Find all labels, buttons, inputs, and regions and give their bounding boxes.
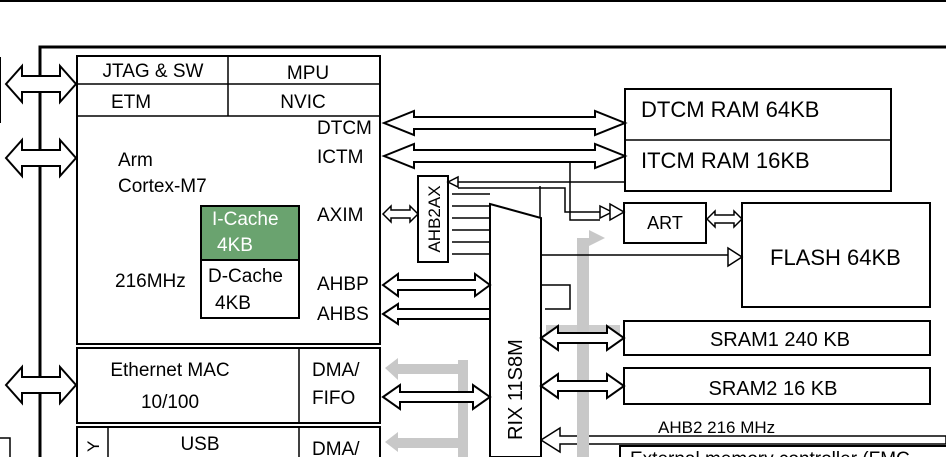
- fmc-block: [619, 445, 946, 457]
- etm-label: ETM: [111, 92, 151, 113]
- sram1-label: SRAM1 240 KB: [710, 329, 850, 351]
- gray-dma-arrows: [385, 230, 620, 457]
- usb-side-label: Y: [84, 441, 103, 452]
- ahb2axi-label: AHB2AX: [425, 185, 444, 252]
- port-ictm: ICTM: [317, 147, 363, 168]
- flash-block: [741, 202, 931, 308]
- mpu-label: MPU: [287, 63, 329, 84]
- ahb2-label: AHB2 216 MHz: [658, 418, 775, 437]
- dtcm-ram-label: DTCM RAM 64KB: [641, 97, 819, 122]
- dcache-line2: 4KB: [215, 293, 251, 314]
- bus-matrix: [489, 202, 542, 457]
- dcache-block: [200, 259, 300, 319]
- axim-arrow: [381, 204, 420, 224]
- ethernet-arrow: [381, 383, 492, 411]
- dcache-line1: D-Cache: [208, 266, 283, 287]
- port-ahbp: AHBP: [317, 274, 369, 295]
- port-ahbs: AHBS: [317, 304, 369, 325]
- ahb-arrows: [381, 272, 492, 326]
- dma2-label: DMA/: [312, 439, 360, 457]
- bus-matrix-label: RIX 11S8M: [505, 339, 527, 440]
- bridge-matrix-links: [452, 181, 625, 255]
- dma-fifo-line2: FIFO: [312, 388, 355, 409]
- fmc-label: External memory controller (FMC: [630, 449, 910, 457]
- itcm-ram-label: ITCM RAM 16KB: [641, 148, 810, 173]
- icache-block: [200, 205, 300, 261]
- port-dtcm: DTCM: [317, 118, 372, 139]
- ethernet-line2: 10/100: [141, 392, 199, 413]
- ahb2-arrow: [539, 426, 946, 454]
- core-name-line2: Cortex-M7: [118, 176, 207, 197]
- nvic-label: NVIC: [280, 92, 325, 113]
- icache-line1: I-Cache: [212, 209, 279, 230]
- flash-label: FLASH 64KB: [770, 245, 901, 270]
- art-block: [623, 202, 707, 244]
- port-axim: AXIM: [317, 205, 363, 226]
- tcm-arrows: [381, 109, 628, 170]
- usb-label: USB: [180, 434, 219, 455]
- icache-line2: 4KB: [217, 235, 253, 256]
- sram2-label: SRAM2 16 KB: [709, 378, 838, 400]
- jtag-label: JTAG & SW: [103, 61, 204, 82]
- art-flash-arrow: [705, 209, 744, 229]
- core-name-line1: Arm: [118, 150, 153, 171]
- ahb2axi-bridge: [417, 175, 449, 263]
- art-label: ART: [647, 213, 683, 233]
- outer-frame: [38, 45, 946, 457]
- core-frequency: 216MHz: [115, 271, 186, 292]
- sram-arrows: [539, 324, 626, 400]
- ethernet-block: [76, 347, 381, 424]
- dma-fifo-line1: DMA/: [312, 360, 360, 381]
- ethernet-line1: Ethernet MAC: [110, 360, 229, 381]
- usb-block: [76, 426, 381, 457]
